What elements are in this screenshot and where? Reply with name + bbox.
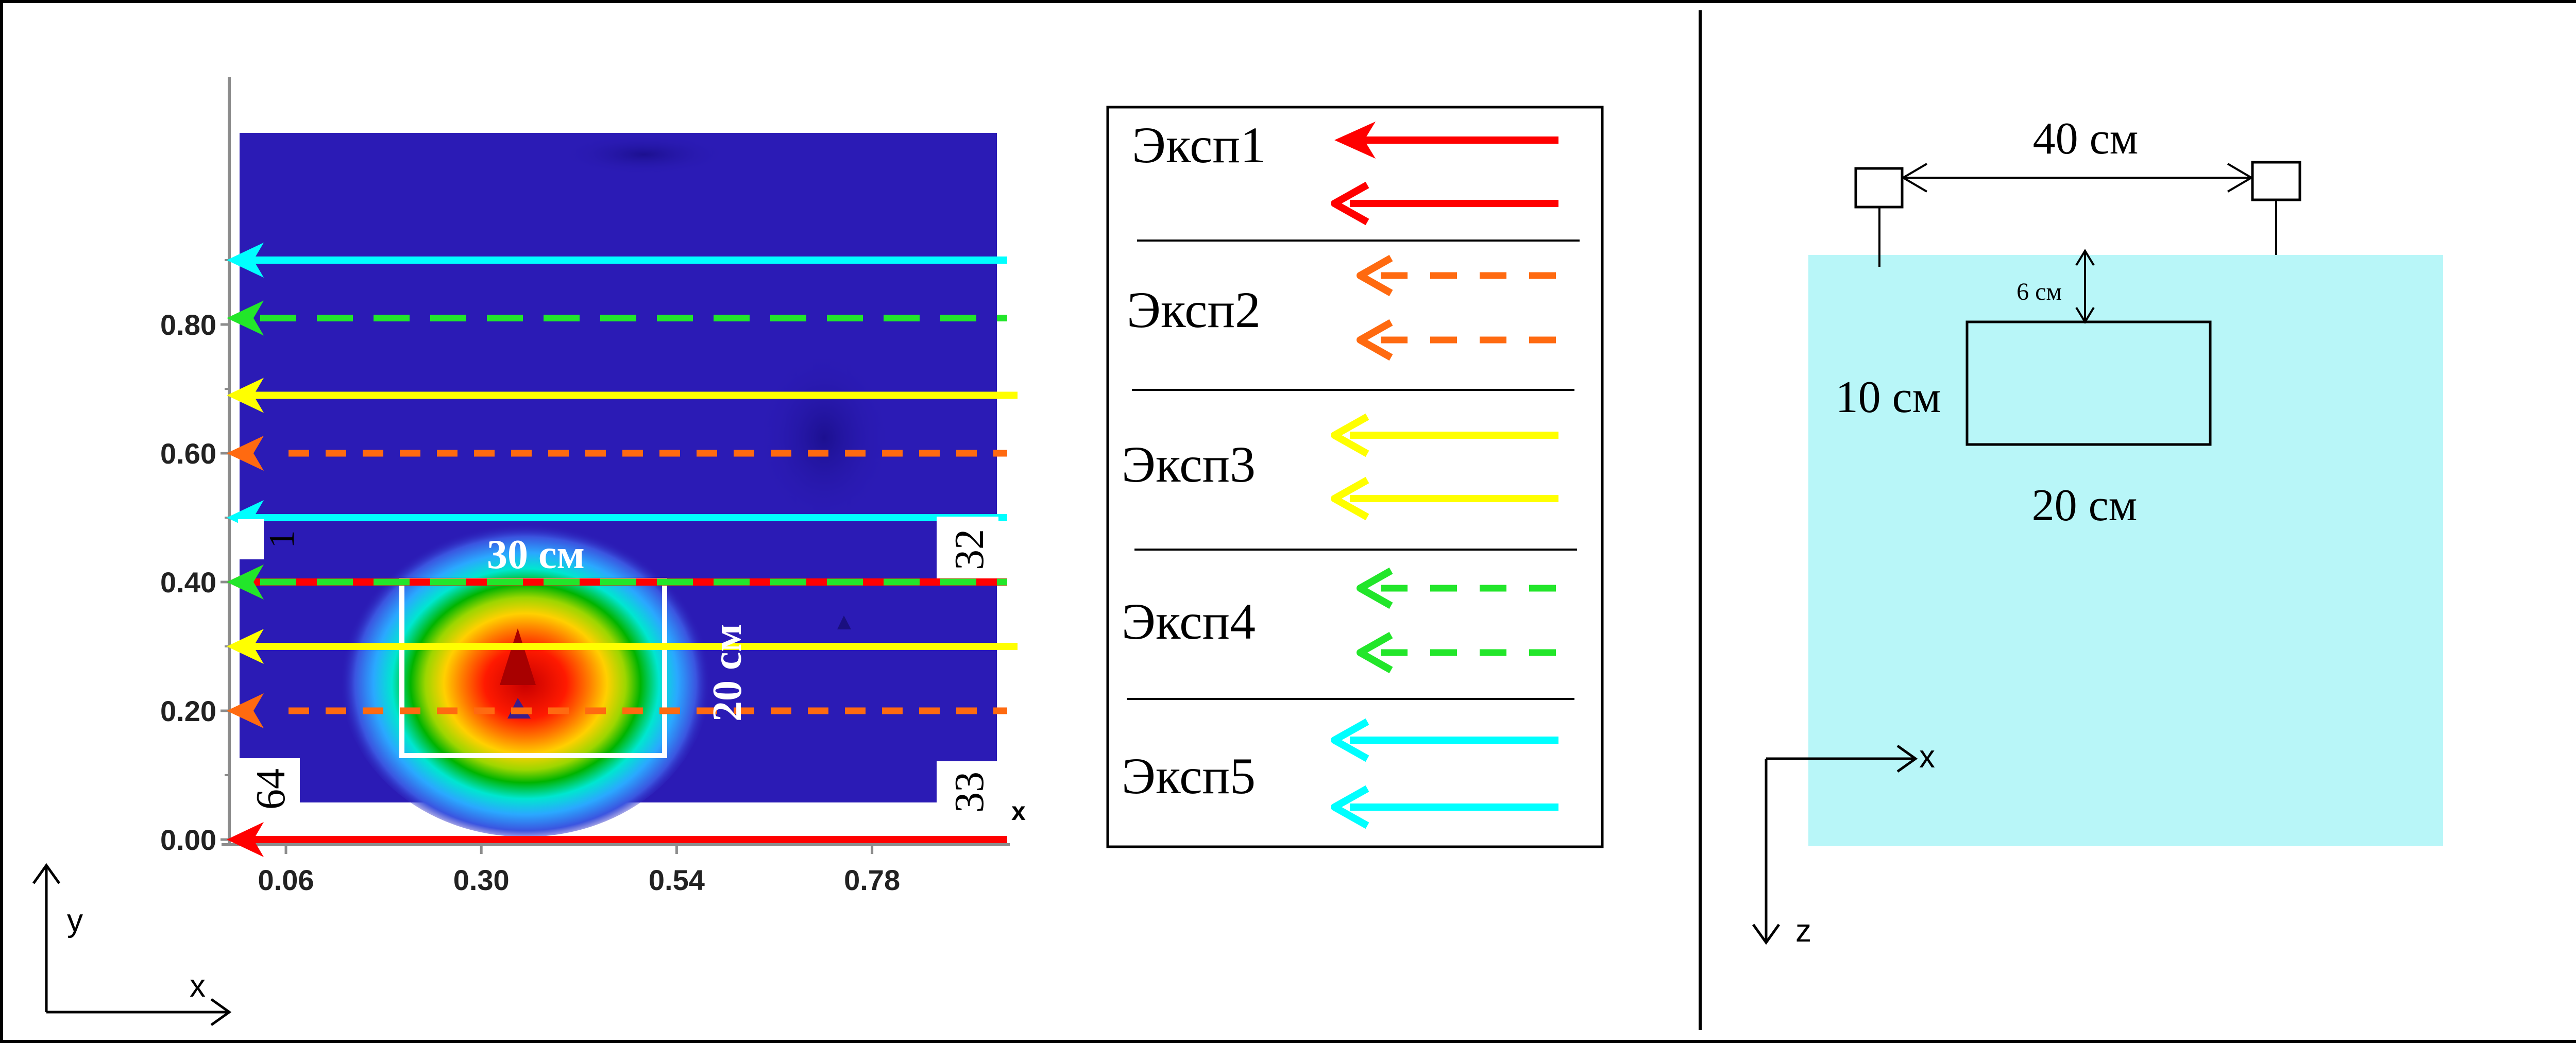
legend: Эксп1 Эксп2 Эксп3 Эксп4 Эксп5 — [1106, 106, 1604, 848]
experiment-line — [227, 565, 1007, 600]
legend-label-exp4: Эксп4 — [1122, 593, 1256, 650]
buried-object — [1965, 320, 2212, 446]
right-panel: 40 см 6 см 10 см 20 см x z — [1752, 114, 2443, 949]
legend-arrows — [1331, 122, 1558, 829]
y-tick-label: 0.80 — [160, 309, 216, 341]
x-ticks: 0.06 0.30 0.54 0.78 — [258, 845, 900, 896]
sensor-right — [2251, 161, 2301, 201]
corner-label-bg — [238, 758, 300, 820]
object-height-label: 10 см — [1836, 372, 1941, 422]
y-ticks: 0.00 0.20 0.40 0.60 0.80 — [160, 259, 229, 856]
field-marker — [837, 615, 851, 629]
experiment-line — [227, 822, 1007, 857]
legend-label-exp3: Эксп3 — [1122, 436, 1256, 493]
experiment-line — [227, 436, 1007, 471]
legend-arrowhead — [1357, 631, 1393, 674]
legend-arrow — [1357, 631, 1558, 674]
corner-label-top-right: 32 — [947, 529, 992, 570]
axis-z-label: z — [1795, 913, 1811, 949]
box-width-label: 30 см — [487, 532, 585, 577]
x-tick-label: 0.06 — [258, 864, 314, 896]
corner-label-bottom-right: 33 — [947, 772, 992, 813]
corner-label-bg — [937, 517, 998, 578]
line-arrowhead — [227, 629, 264, 664]
legend-arrowhead — [1334, 122, 1376, 159]
legend-arrow — [1334, 122, 1558, 159]
corner-axes: y x — [32, 863, 232, 1027]
legend-label-exp2: Эксп2 — [1127, 281, 1261, 338]
corner-label-bg — [238, 519, 264, 559]
experiment-lines — [227, 243, 1018, 857]
legend-arrow — [1331, 181, 1558, 226]
corner-axis-x-label: x — [190, 968, 206, 1004]
water-area — [1808, 255, 2443, 846]
corner-label-bottom-left: 64 — [248, 768, 294, 810]
legend-arrow — [1357, 567, 1558, 609]
legend-arrow — [1357, 254, 1558, 297]
line-arrowhead — [227, 822, 264, 857]
legend-arrow — [1331, 785, 1558, 829]
line-arrowhead — [227, 243, 264, 278]
legend-arrowhead — [1331, 785, 1369, 829]
x-tick-label: 0.78 — [844, 864, 900, 896]
corner-label-bg — [937, 761, 998, 823]
legend-arrowhead — [1357, 319, 1393, 361]
sensor-left — [1854, 167, 1904, 209]
spacing-label: 40 см — [2033, 114, 2139, 164]
experiment-line — [227, 629, 1018, 664]
legend-arrowhead — [1331, 476, 1369, 521]
line-arrowhead — [227, 693, 264, 728]
experiment-line — [227, 378, 1018, 413]
line-arrowhead — [227, 378, 264, 413]
object-width-label: 20 см — [2032, 481, 2138, 531]
box-height-label: 20 см — [705, 624, 750, 722]
legend-arrowhead — [1331, 181, 1369, 226]
line-arrowhead — [227, 300, 264, 336]
line-arrowhead — [227, 436, 264, 471]
field-low-spot — [757, 350, 891, 525]
legend-box — [1106, 106, 1604, 848]
legend-arrow — [1331, 476, 1558, 521]
legend-arrow — [1357, 319, 1558, 361]
legend-arrowhead — [1357, 567, 1393, 609]
x-tick-label: 0.54 — [649, 864, 705, 896]
legend-label-exp1: Эксп1 — [1132, 116, 1266, 174]
y-tick-label: 0.40 — [160, 566, 216, 599]
field-low-spot-top — [562, 134, 726, 175]
experiment-line — [227, 243, 1007, 278]
x-tick-label: 0.30 — [453, 864, 510, 896]
anomaly-core — [500, 628, 536, 685]
legend-label-exp5: Эксп5 — [1122, 747, 1256, 805]
depth-label: 6 см — [2016, 278, 2062, 305]
line-arrowhead — [227, 565, 264, 600]
y-tick-label: 0.60 — [160, 437, 216, 470]
y-tick-label: 0.00 — [160, 824, 216, 856]
corner-axis-y-label: y — [67, 903, 83, 938]
axis-x-label: x — [1919, 739, 1935, 775]
experiment-line — [227, 300, 1007, 336]
corner-label-top-left: 1 — [262, 531, 302, 549]
experiment-line — [227, 693, 1007, 728]
legend-arrow — [1331, 413, 1558, 457]
y-tick-label: 0.20 — [160, 695, 216, 727]
legend-arrowhead — [1357, 254, 1393, 297]
legend-arrow — [1331, 718, 1558, 762]
legend-arrowhead — [1331, 718, 1369, 762]
x-axis-letter: x — [1011, 797, 1026, 826]
legend-arrowhead — [1331, 413, 1369, 457]
